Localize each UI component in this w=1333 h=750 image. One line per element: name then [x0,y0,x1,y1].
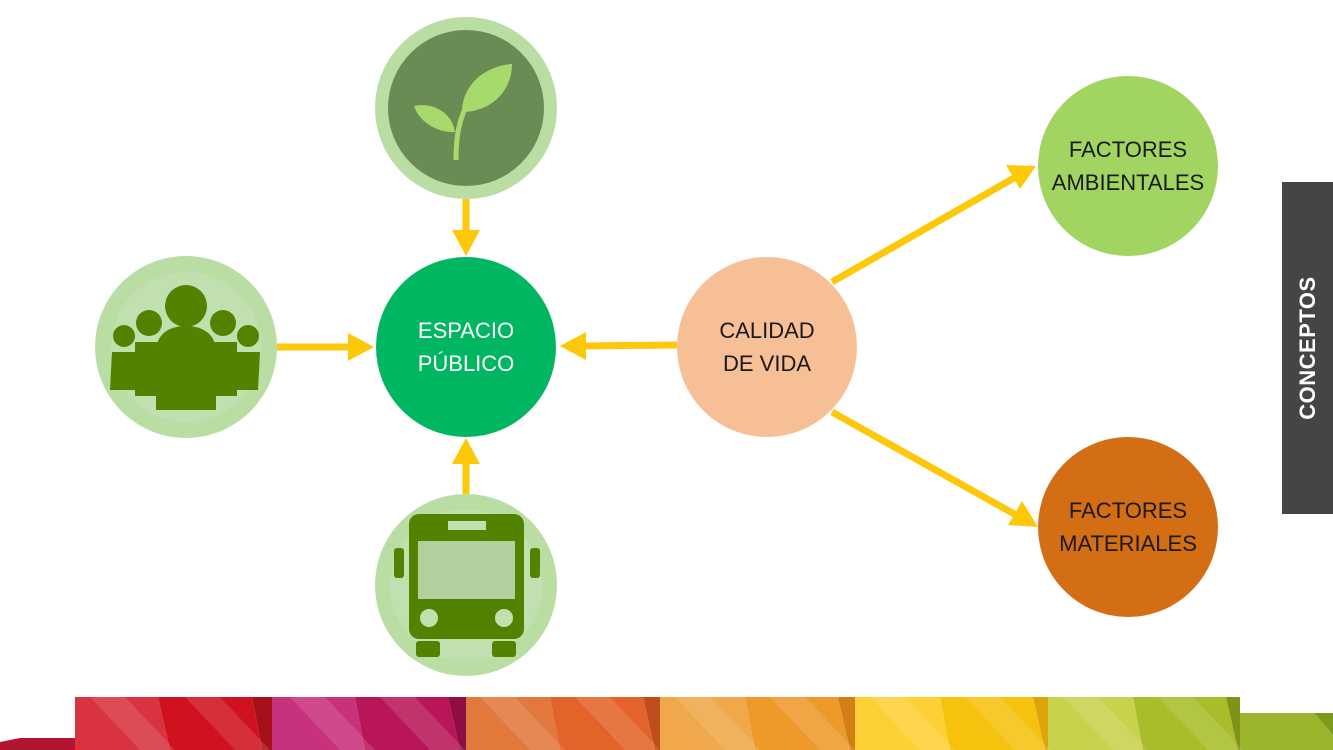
side-tab[interactable]: CONCEPTOS [1282,182,1333,514]
espacio-publico-label: ESPACIO PÚBLICO [376,257,556,437]
arrow-calidad-to-ambientales [830,165,1036,286]
calidad-de-vida-node [677,257,857,437]
decorative-ribbon [0,697,1333,750]
factores-materiales-line1: FACTORES [1068,498,1188,523]
espacio-publico-node [376,257,556,437]
factores-materiales-label: FACTORES MATERIALES [1038,437,1218,617]
calidad-de-vida-line2: DE VIDA [722,351,812,376]
factores-ambientales-line2: AMBIENTALES [1051,170,1205,195]
factores-materiales-line2: MATERIALES [1059,531,1197,556]
calidad-de-vida-label: CALIDAD DE VIDA [677,257,857,437]
arrow-people-to-espacio [277,333,374,361]
arrow-calidad-to-materiales [830,408,1038,527]
side-tab-label: CONCEPTOS [1294,276,1320,420]
bus-icon [375,494,557,676]
arrow-bus-to-espacio [452,438,480,494]
factores-ambientales-label: FACTORES AMBIENTALES [1038,76,1218,256]
factores-ambientales-line1: FACTORES [1068,137,1188,162]
espacio-publico-line2: PÚBLICO [417,351,515,376]
arrow-leaf-to-espacio [452,199,480,256]
arrow-calidad-to-espacio [560,332,678,360]
leaf-icon [375,17,557,199]
factores-ambientales-node [1038,76,1218,256]
espacio-publico-line1: ESPACIO [417,318,515,343]
people-icon [95,256,277,438]
arrows [277,165,1038,527]
factores-materiales-node [1038,437,1218,617]
calidad-de-vida-line1: CALIDAD [719,318,815,343]
